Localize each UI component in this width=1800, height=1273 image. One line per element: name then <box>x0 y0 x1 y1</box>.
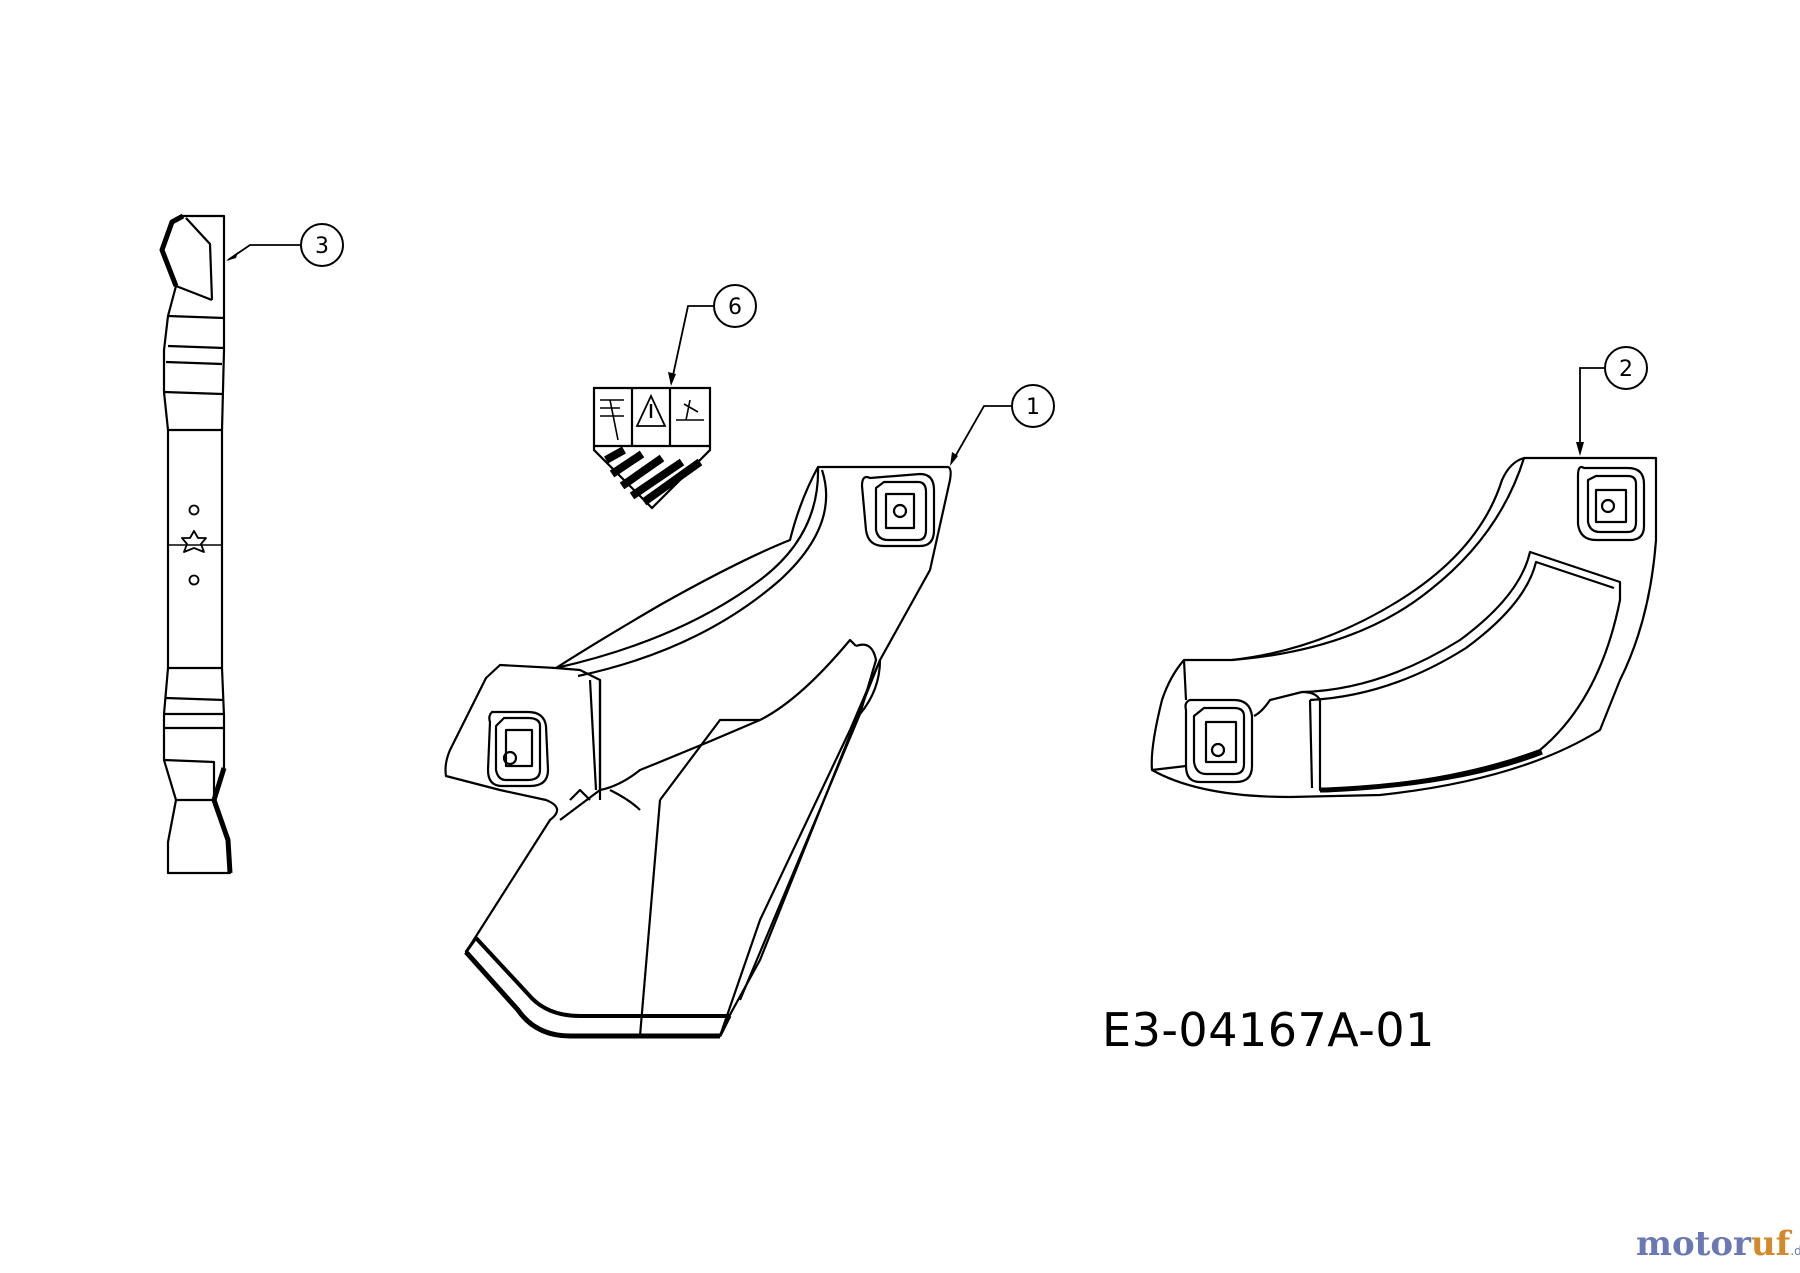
callout-6-label: 6 <box>728 295 742 320</box>
drawing-number: E3-04167A-01 <box>1102 1003 1435 1057</box>
callout-2-circle <box>1604 346 1648 390</box>
blade-part <box>159 213 233 875</box>
callout-3-label: 3 <box>315 234 329 259</box>
watermark-logo: motoruf.de <box>1636 1224 1800 1264</box>
callout-3-circle <box>300 223 344 267</box>
callout-2-group: 2 <box>1576 346 1648 456</box>
callout-2-label: 2 <box>1619 357 1633 382</box>
watermark-part-b: uf <box>1750 1224 1791 1264</box>
watermark-suffix: .de <box>1790 1244 1800 1258</box>
watermark-part-a: motor <box>1636 1224 1751 1264</box>
callout-1-circle <box>1011 384 1055 428</box>
callout-6-circle <box>713 284 757 328</box>
deflector-part <box>444 465 952 1039</box>
callout-1-group: 1 <box>950 384 1055 466</box>
callout-3-group: 3 <box>226 223 344 267</box>
cover-part <box>1150 456 1658 799</box>
hazard-stripes <box>604 446 703 506</box>
callout-1-label: 1 <box>1026 395 1040 420</box>
warning-label-part <box>592 386 712 510</box>
callout-6-group: 6 <box>668 284 757 386</box>
